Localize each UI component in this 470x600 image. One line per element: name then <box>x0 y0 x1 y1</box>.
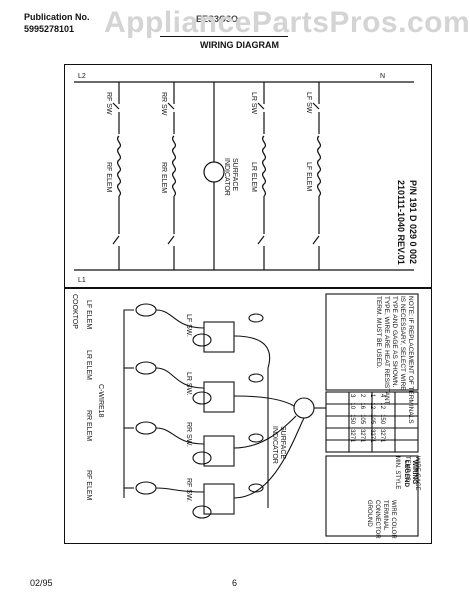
wire-cell: 150 <box>379 414 385 425</box>
legend-item-wire-color: WIRE COLOR <box>390 500 396 539</box>
pictorial-switch-rf: RF SW. <box>185 478 192 503</box>
wire-cell: 16 <box>359 402 365 410</box>
watermark: AppliancePartsPros.com <box>104 6 470 39</box>
schematic-element-lf: LF ELEM <box>305 162 312 192</box>
wire-table-header-style: MIN. STYLE <box>394 456 400 490</box>
schematic-element-lr: LR ELEM <box>250 162 257 192</box>
diagram-frame <box>64 64 432 544</box>
header-rule <box>160 36 288 37</box>
pictorial-element-rf: RF ELEM <box>85 470 92 501</box>
pictorial-switch-rr: RR SW. <box>185 422 192 447</box>
model-number: EES3O3O <box>196 14 239 24</box>
wire-cell: 105 <box>369 414 375 425</box>
wire-cell: 3271 <box>369 429 375 443</box>
wire-cell: 12 <box>369 402 375 410</box>
legend-item-terminal: TERMINAL <box>382 500 388 531</box>
wire-table-row-4: 3 10 150 3271 <box>349 394 355 442</box>
wire-table-row-2: 1 12 105 3271 <box>369 394 375 442</box>
pictorial-element-lr: LR ELEM <box>85 350 92 380</box>
section-divider <box>64 287 432 289</box>
footer-date: 02/95 <box>30 578 53 588</box>
schematic-element-rr: RR ELEM <box>160 162 167 194</box>
pictorial-element-rr: RR ELEM <box>85 410 92 442</box>
publication-number: 5995278101 <box>24 24 75 34</box>
schematic-switch-lr-top: LR SW <box>250 92 257 115</box>
wire-cell: 3 <box>349 394 355 398</box>
wire-table-row-3: 2 16 105 3271 <box>359 394 365 442</box>
pictorial-switch-lr: LR SW. <box>185 372 192 396</box>
wire-cell: 3271 <box>349 429 355 443</box>
part-number-1: P/N 191 D 029 0 002 <box>408 180 418 265</box>
wire-cell: 4 <box>379 394 385 398</box>
wire-cell: 10 <box>349 402 355 410</box>
page-title: WIRING DIAGRAM <box>200 40 279 50</box>
wire-cell: 1 <box>369 394 375 398</box>
legend-item-connector: CONNECTOR <box>374 500 380 539</box>
schematic-label-n: N <box>380 73 385 80</box>
wire-cell: 3271 <box>359 429 365 443</box>
wire-cell: 12 <box>379 402 385 410</box>
pictorial-diagram <box>123 293 419 537</box>
pictorial-element-lf: LF ELEM <box>85 300 92 330</box>
part-number-2: 210111-1040 REV.01 <box>396 180 406 265</box>
legend-item-ground: GROUND <box>366 500 372 527</box>
schematic-switch-lf-top: LF SW <box>305 92 312 114</box>
pictorial-indicator-label: SURFACE INDICATOR <box>271 426 286 464</box>
schematic-switch-rr-top: RR SW <box>160 92 167 116</box>
wire-cell: 3271 <box>379 429 385 443</box>
cooktop-label: COOKTOP <box>71 294 78 329</box>
schematic-element-rf: RF ELEM <box>105 162 112 193</box>
legend-title: WIRING LEGEND <box>403 460 418 488</box>
wire-table-row-1: 4 12 150 3271 <box>379 394 385 442</box>
schematic-diagram: L2 L1 N <box>74 73 414 284</box>
pictorial-switch-lf: LF SW. <box>185 314 192 337</box>
wire-cell: 105 <box>359 414 365 425</box>
wire-cell: 150 <box>349 414 355 425</box>
schematic-label-l2: L2 <box>78 73 86 80</box>
footer-page: 6 <box>232 578 238 588</box>
harness-label: C-WIRE18 <box>97 384 104 418</box>
schematic-indicator-label: SURFACE INDICATOR <box>223 158 238 196</box>
schematic-switch-rf-top: RF SW <box>105 92 112 115</box>
schematic-label-l1: L1 <box>78 277 86 284</box>
wire-cell: 2 <box>359 394 365 398</box>
publication-label: Publication No. <box>24 12 90 22</box>
